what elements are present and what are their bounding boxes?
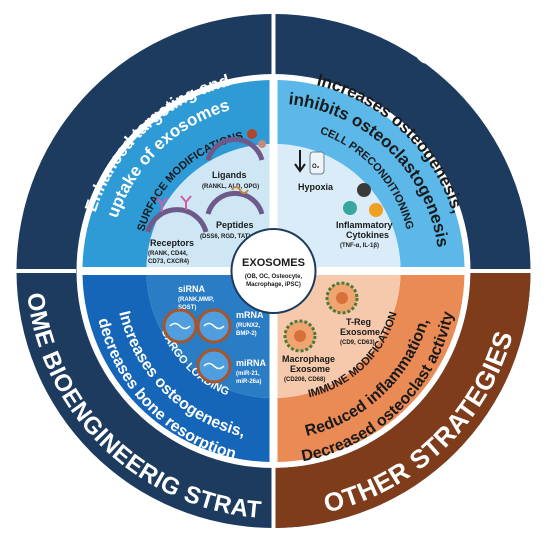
center-circle (230, 228, 317, 314)
peptide-chain-icon (231, 186, 249, 194)
o2-label: O₂ (312, 164, 320, 170)
o2-bottle-icon (309, 151, 325, 175)
band-top-left (82, 80, 270, 267)
immune-modification-content: T-Reg Exosome (CD9, CD63) Macrophage Exo… (282, 281, 380, 383)
cytokine-teal-icon (343, 201, 357, 215)
receptor-vesicle-icon (145, 207, 209, 233)
receptors-sub-2: CD73, CXCR4) (148, 259, 189, 265)
mrna-label: mRNA (236, 310, 264, 320)
mirna-sub-2: miR-26a) (236, 379, 261, 385)
treg-core-icon (336, 292, 348, 304)
ligands-sub: (RANKL, ALD, OPG) (202, 184, 259, 190)
center-title: EXOSOMES (242, 257, 305, 269)
cargo-loading-content: siRNA (RANK,MMP, SOST) mRNA (RUNX2, BMP-… (162, 284, 267, 385)
middle-band (82, 80, 465, 462)
treg-label-2: Exosome (340, 327, 380, 337)
sirna-sub-1: (RANK,MMP, (178, 297, 214, 303)
cytokines-label-1: Inflammatory (336, 220, 393, 230)
band-top-right (277, 80, 465, 267)
ligands-label: Ligands (212, 170, 247, 180)
receptors-label: Receptors (150, 238, 194, 248)
mrna-strand-icon (203, 322, 225, 330)
mrna-sub-1: (RUNX2, (236, 323, 260, 329)
sirna-strand-icon (169, 322, 191, 330)
cytokines-sub: (TNF-α, IL-1β) (340, 243, 379, 249)
receptor-y-icon (156, 197, 168, 212)
outer-ring-navy-topright (273, 14, 531, 271)
ligand-vesicle-icon (205, 136, 265, 161)
peptides-sub: (DSS6, RGD, TAT) (200, 234, 250, 240)
inner-bottom-right (277, 275, 401, 398)
hypoxia-label: Hypoxia (298, 182, 334, 192)
peptide-vesicle-icon (205, 190, 265, 215)
mrna-sub-2: BMP-2) (236, 331, 257, 337)
receptor-y-icon-2 (180, 195, 192, 210)
macrophage-label-2: Exosome (290, 364, 330, 374)
mirna-label: miRNA (236, 358, 267, 368)
mirna-strand-icon (203, 362, 225, 370)
outer-ring-brown (273, 271, 531, 528)
band-bottom-right (277, 275, 465, 462)
macrophage-label-1: Macrophage (282, 354, 335, 364)
ligand-dot-icon (247, 129, 257, 139)
cell-preconditioning-content: O₂ Hypoxia Inflammatory Cytokines (TNF-α… (294, 150, 393, 249)
macrophage-core-icon (294, 330, 306, 342)
down-arrow-icon (294, 150, 306, 173)
treg-sub: (CD9, CD63) (340, 340, 375, 346)
center-sub-1: (OB, OC, Osteocyte, (245, 274, 303, 280)
inner-top-left (146, 144, 270, 267)
macrophage-sub: (CD206, CD68) (284, 377, 325, 383)
cytokines-label-2: Cytokines (346, 230, 389, 240)
receptors-sub-1: (RANK, CD44, (148, 251, 188, 257)
treg-label-1: T-Reg (346, 317, 371, 327)
mirna-sub-1: (miR-21, (236, 371, 260, 377)
band-bottom-left (82, 275, 270, 462)
peptides-label: Peptides (216, 220, 254, 230)
cytokine-dark-icon (357, 183, 371, 197)
center-sub-2: Macrophage, iPSC) (246, 282, 301, 288)
sirna-label: siRNA (178, 284, 206, 294)
outer-ring (10, 10, 534, 532)
surface-modifications-content: Ligands (RANKL, ALD, OPG) Peptides (DSS6… (145, 129, 266, 265)
sirna-sub-2: SOST) (178, 305, 196, 311)
center-hub: EXOSOMES (OB, OC, Osteocyte, Macrophage,… (230, 228, 317, 314)
cytokine-orange-icon (369, 203, 383, 217)
ligand-dot-icon-2 (258, 140, 266, 148)
inner-top-right (277, 144, 401, 267)
